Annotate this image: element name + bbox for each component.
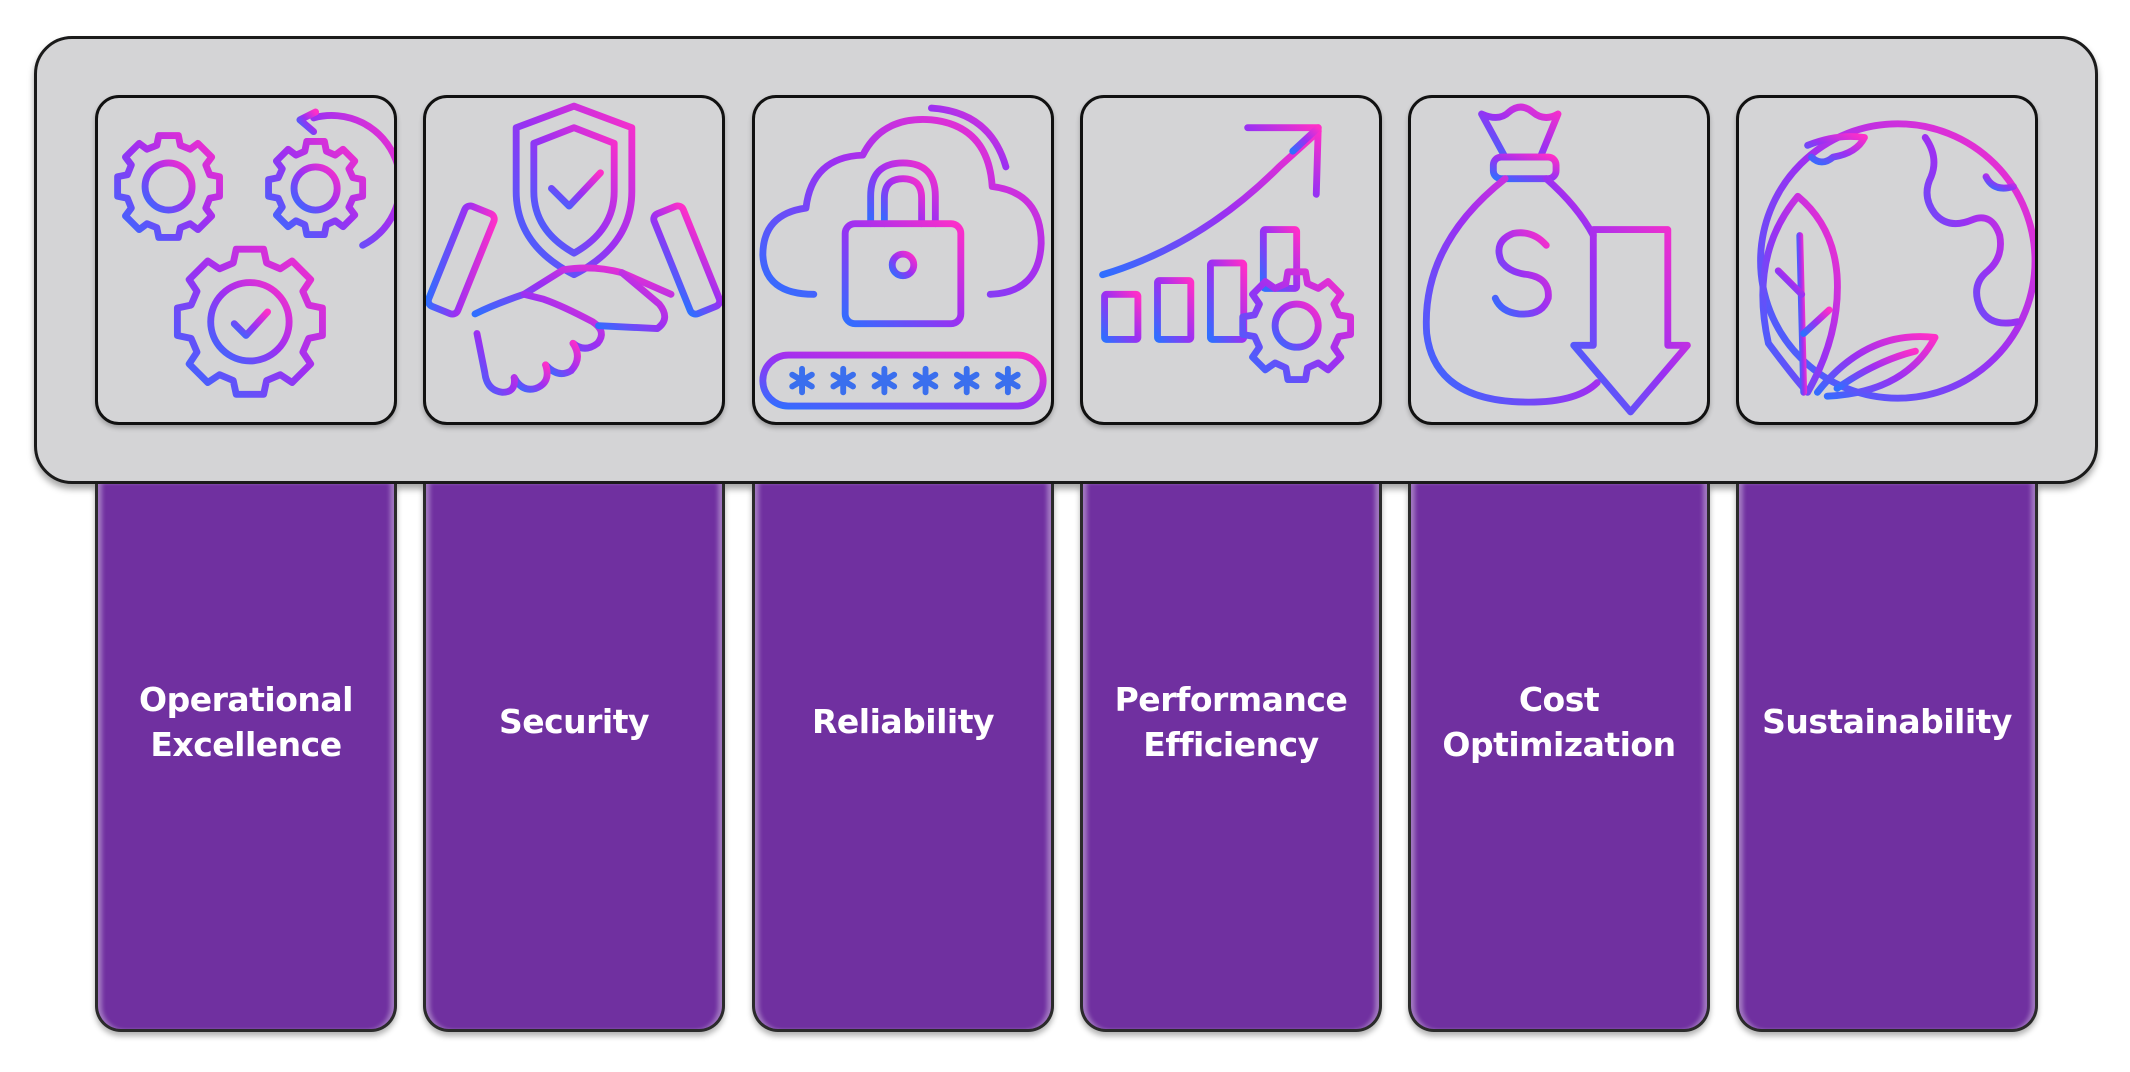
icon-tile [423, 95, 725, 425]
pillar-label-box: Sustainability [1736, 484, 2038, 1032]
pillar-label: Sustainability [1762, 702, 2012, 741]
pillar-label: Security [498, 702, 650, 741]
icon-tile [95, 95, 397, 425]
pillar-cost-optimization: Cost Optimization [1408, 0, 1710, 1072]
pillar-sustainability: Sustainability [1736, 0, 2038, 1072]
pillar-label: Reliability [811, 702, 995, 741]
pillar-label: Operational Excellence [139, 679, 353, 764]
pillar-label-box: Security [423, 484, 725, 1032]
pillar-reliability: Reliability [752, 0, 1054, 1072]
icon-tile [752, 95, 1054, 425]
pillar-label: Cost Optimization [1442, 679, 1676, 764]
pillar-label-box: Operational Excellence [95, 484, 397, 1032]
icon-tile [1408, 95, 1710, 425]
pillar-operational-excellence: Operational Excellence [95, 0, 397, 1072]
globe-leaf-icon [1757, 120, 2035, 402]
pillar-label-box: Performance Efficiency [1080, 484, 1382, 1032]
shield-handshake-icon [426, 102, 722, 396]
pillar-performance-efficiency: Performance Efficiency [1080, 0, 1382, 1072]
pillar-label: Performance Efficiency [1114, 679, 1348, 764]
icon-tile [1080, 95, 1382, 425]
pillar-security: Security [423, 0, 725, 1072]
pillar-label-box: Reliability [752, 484, 1054, 1032]
growth-chart-gear-icon [1099, 124, 1355, 384]
money-bag-down-arrow-icon [1422, 103, 1691, 416]
pillar-label-box: Cost Optimization [1408, 484, 1710, 1032]
gears-check-icon [114, 108, 394, 398]
cloud-lock-password-icon [759, 104, 1047, 410]
icon-tile [1736, 95, 2038, 425]
